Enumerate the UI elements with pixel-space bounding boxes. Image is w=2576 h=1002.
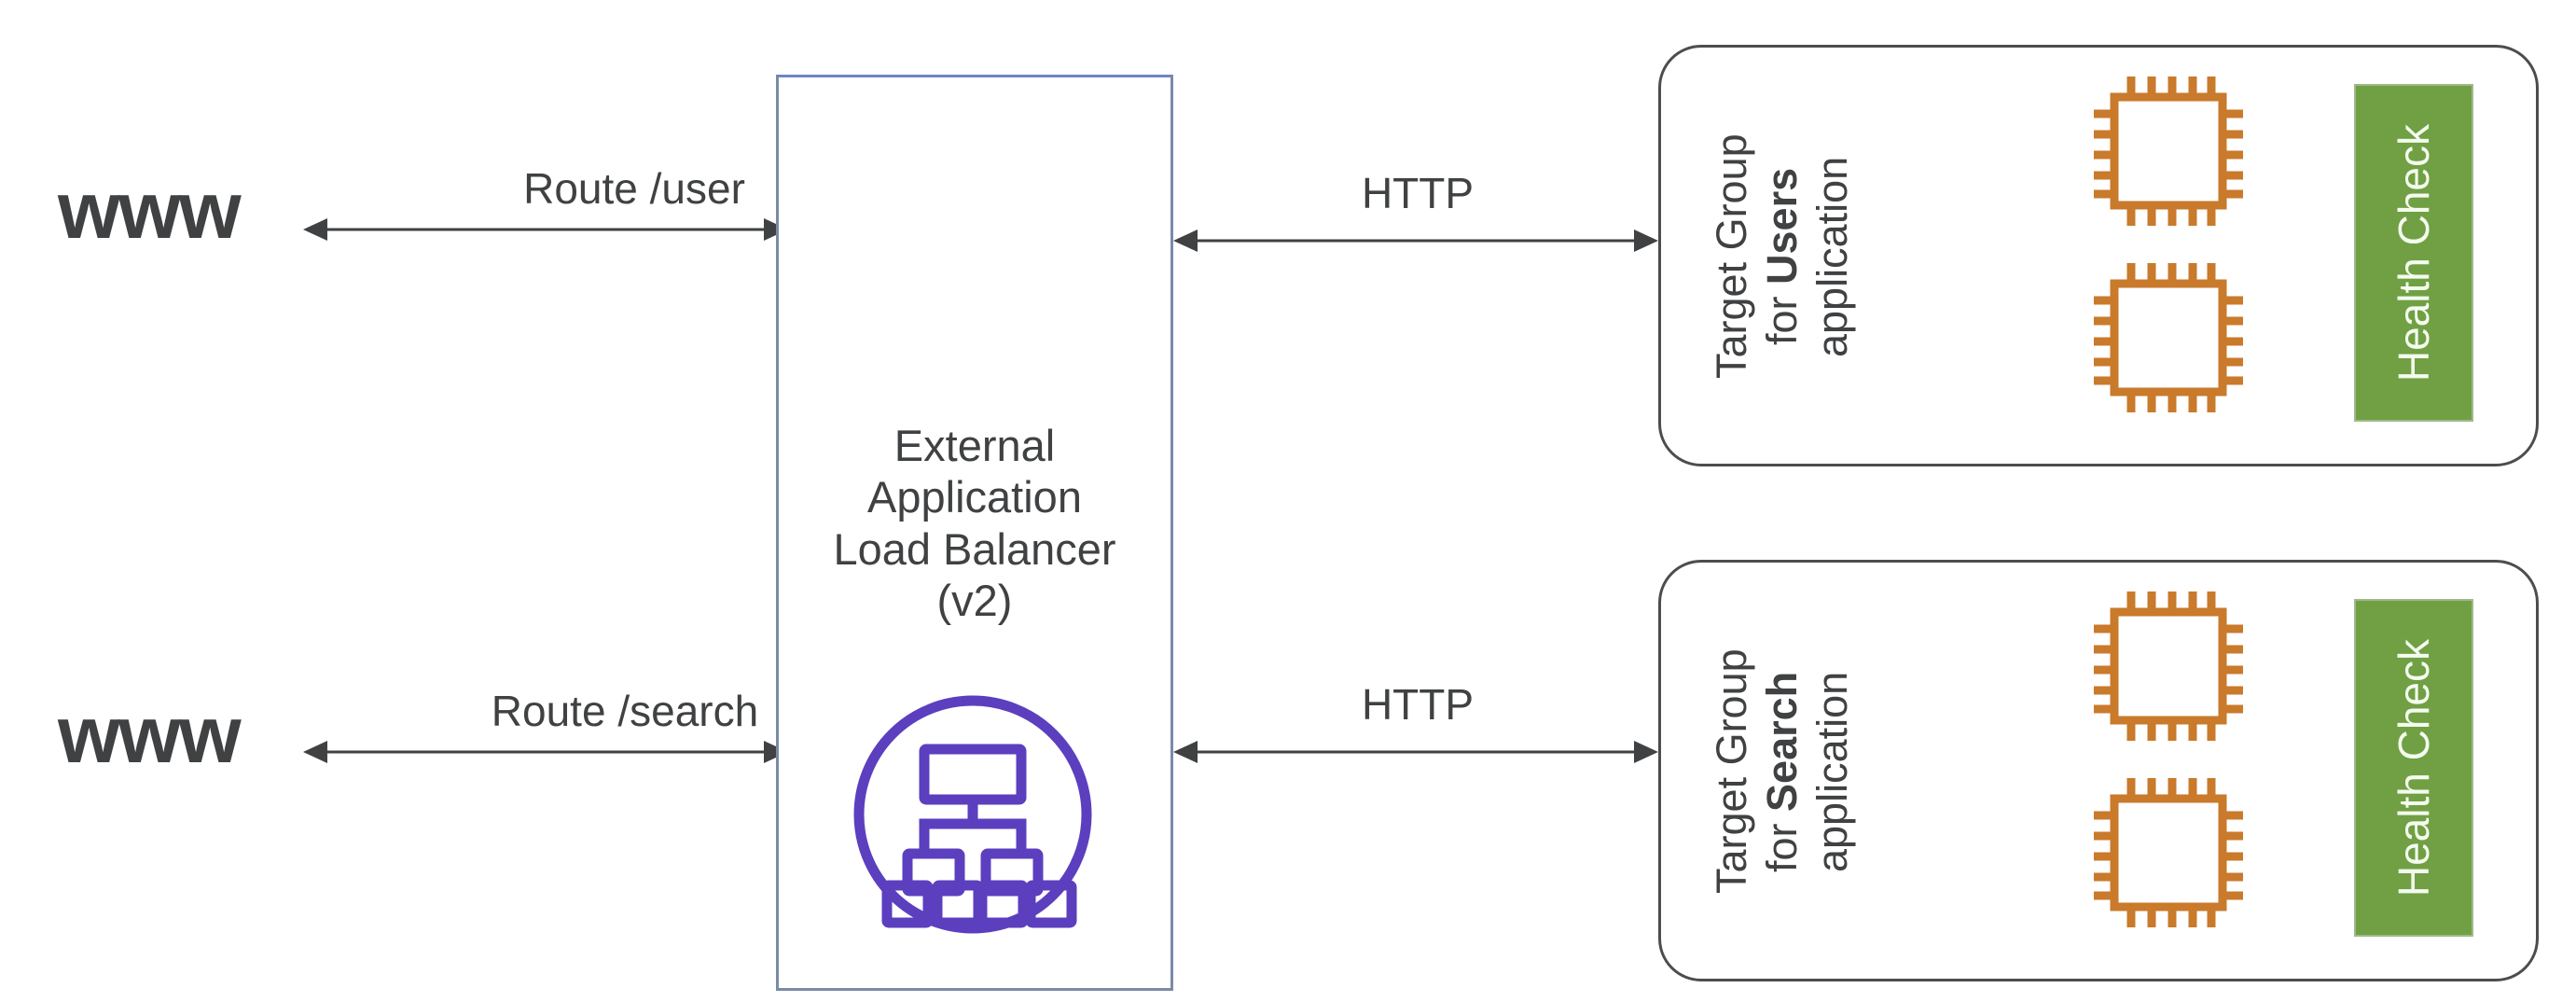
- target-group-users-label: Target Group for Users application: [1707, 65, 1858, 448]
- health-check-badge-search: Health Check: [2354, 599, 2473, 937]
- health-check-label: Health Check: [2389, 638, 2438, 898]
- http-label-users: HTTP: [1361, 169, 1475, 217]
- load-balancer-hierarchy-icon: [852, 693, 1094, 936]
- chip-icon: [2084, 254, 2252, 426]
- load-balancer-title-line-2: Application: [867, 472, 1082, 522]
- tg-search-line-2-bold: Search: [1758, 671, 1806, 812]
- route-search-label: Route /search: [491, 687, 759, 735]
- chip-icon: [2084, 582, 2252, 755]
- tg-users-line-3: application: [1808, 156, 1856, 357]
- www-globe-icon: www: [58, 690, 242, 780]
- load-balancer-title: External Application Load Balancer (v2): [776, 420, 1173, 627]
- http-arrow-users: [1173, 230, 1658, 252]
- chip-icon: [2084, 67, 2252, 240]
- tg-users-line-2-bold: Users: [1758, 167, 1806, 285]
- route-user-label: Route /user: [523, 164, 745, 213]
- load-balancer-box[interactable]: [776, 75, 1173, 991]
- www-globe-icon: www: [58, 166, 242, 256]
- tg-users-line-2-prefix: for: [1758, 285, 1806, 346]
- tg-search-line-1: Target Group: [1708, 648, 1755, 895]
- tg-users-line-1: Target Group: [1708, 133, 1755, 380]
- http-label-search: HTTP: [1361, 680, 1475, 729]
- load-balancer-title-line-1: External: [893, 421, 1056, 470]
- chip-icon: [2084, 769, 2252, 941]
- target-group-search-label: Target Group for Search application: [1707, 580, 1858, 963]
- health-check-label: Health Check: [2389, 123, 2438, 383]
- http-arrow-search: [1173, 741, 1658, 763]
- route-search-arrow: [303, 741, 788, 763]
- tg-search-line-3: application: [1808, 671, 1856, 872]
- load-balancer-title-line-4: (v2): [936, 576, 1013, 626]
- health-check-badge-users: Health Check: [2354, 84, 2473, 422]
- route-user-arrow: [303, 218, 788, 241]
- tg-search-line-2-prefix: for: [1758, 811, 1806, 872]
- load-balancer-title-line-3: Load Balancer: [833, 523, 1116, 574]
